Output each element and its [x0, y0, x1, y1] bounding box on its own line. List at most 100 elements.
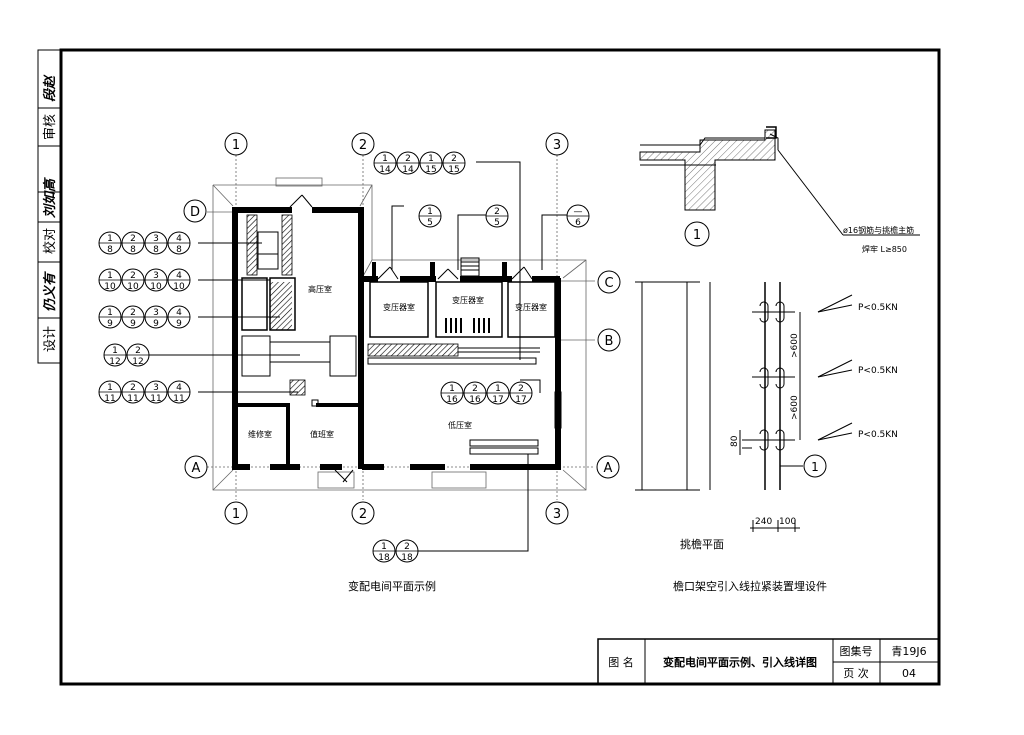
- force-label-2: P<0.5KN: [858, 366, 898, 376]
- ref-row9-2-detail: 2: [130, 308, 136, 318]
- ref-row9-3-detail: 3: [153, 308, 159, 318]
- eave-plan-label: 挑檐平面: [680, 537, 724, 551]
- ref-row10-4-sheet: 10: [173, 282, 185, 292]
- force-label-1: P<0.5KN: [858, 303, 898, 313]
- ref-row12-2: 212: [126, 343, 150, 367]
- ref-row11-2: 211: [121, 380, 145, 404]
- ref-row10-3: 310: [144, 268, 168, 292]
- dimension-100: 100: [779, 517, 796, 527]
- ref-row9-4: 49: [167, 305, 191, 329]
- axis-3-top: 3: [553, 138, 561, 153]
- ref-row9-2: 29: [121, 305, 145, 329]
- ref-row16-3-detail: 1: [495, 384, 501, 394]
- ref-row8-1-sheet: 8: [107, 245, 113, 255]
- ref-2-5-sheet: 5: [494, 218, 500, 228]
- ref-row9-1: 19: [98, 305, 122, 329]
- ref-row9-2-sheet: 9: [130, 319, 136, 329]
- detail-number: 1: [693, 228, 701, 243]
- ref-top-4-sheet: 15: [448, 165, 459, 175]
- ref-row10-3-sheet: 10: [150, 282, 162, 292]
- room-high-voltage: 高压室: [308, 284, 332, 294]
- ref-row8-4-detail: 4: [176, 234, 182, 244]
- ref-row8-2-detail: 2: [130, 234, 136, 244]
- signoff-strip: 设计 仍义有 校对 刘如高 审核 段赵: [37, 49, 61, 364]
- room-transformer-1: 变压器室: [383, 302, 415, 312]
- ref-row16-2: 216: [463, 381, 487, 405]
- ref-row18-1-sheet: 18: [378, 553, 390, 563]
- atlas-number: 青19J6: [891, 645, 926, 658]
- ref-row8-2: 28: [121, 231, 145, 255]
- sheet-border: [59, 48, 941, 686]
- ref-row9-1-detail: 1: [107, 308, 113, 318]
- ref-row9-3: 39: [144, 305, 168, 329]
- review-signature: 段赵: [42, 74, 58, 102]
- design-label: 设计: [43, 326, 58, 352]
- ref-row16-3: 117: [486, 381, 510, 405]
- design-signature: 仍义有: [42, 271, 58, 312]
- ref-top-2: 214: [396, 151, 420, 175]
- reference-bubbles: 1142141152151525—61828384811021031041019…: [98, 151, 590, 563]
- eave-section-detail: 1 ø16钢筋与挑檐主筋 焊牢 L≥850: [639, 126, 920, 254]
- ref-top-4: 215: [442, 151, 466, 175]
- dimension-600-a: >600: [790, 333, 800, 358]
- ref-row8-1-detail: 1: [107, 234, 113, 244]
- ref-row8-4: 48: [167, 231, 191, 255]
- ref-row16-4-sheet: 17: [515, 395, 526, 405]
- drawing-title: 变配电间平面示例、引入线详图: [663, 655, 817, 669]
- ref-row11-3-detail: 3: [153, 383, 159, 393]
- dimension-240: 240: [755, 517, 772, 527]
- ref-top-1: 114: [373, 151, 397, 175]
- ref-top-1-detail: 1: [382, 154, 388, 164]
- dimension-600-b: >600: [790, 395, 800, 420]
- ref-row8-1: 18: [98, 231, 122, 255]
- ref-row9-1-sheet: 9: [107, 319, 113, 329]
- axis-b: B: [605, 334, 614, 349]
- axis-2-top: 2: [359, 138, 367, 153]
- axis-a-left: A: [192, 461, 201, 476]
- ref-row8-2-sheet: 8: [130, 245, 136, 255]
- room-duty: 值班室: [310, 429, 334, 439]
- room-low-voltage: 低压室: [448, 420, 472, 430]
- ref-row11-1: 111: [98, 380, 122, 404]
- axis-3-bottom: 3: [553, 507, 561, 522]
- floor-plan: 1 2 3 1 2 3 D A A C B 高压室 变压器室 变压器室 变压器室…: [149, 132, 621, 552]
- ref-1-5-sheet: 5: [427, 218, 433, 228]
- ref-row18-2: 218: [395, 539, 419, 563]
- ref-row16-1-sheet: 16: [446, 395, 458, 405]
- ref-row10-1-sheet: 10: [104, 282, 116, 292]
- ref-row12-1-detail: 1: [112, 346, 118, 356]
- ref-row8-4-sheet: 8: [176, 245, 182, 255]
- ref-top-3: 115: [419, 151, 443, 175]
- caption-eave-detail: 檐口架空引入线拉紧装置埋设件: [673, 579, 827, 593]
- ref-top-2-detail: 2: [405, 154, 411, 164]
- ref-row12-2-detail: 2: [135, 346, 141, 356]
- caption-floor-plan: 变配电间平面示例: [348, 579, 436, 593]
- axis-c: C: [604, 276, 613, 291]
- ref-row16-4-detail: 2: [518, 384, 524, 394]
- ref-row18-2-sheet: 18: [401, 553, 413, 563]
- ref-1-5: 15: [418, 204, 442, 228]
- ref-6: —6: [566, 204, 590, 228]
- ref-top-4-detail: 2: [451, 154, 457, 164]
- eave-plan-detail: P<0.5KN P<0.5KN P<0.5KN >600 >600 80 240…: [635, 281, 898, 551]
- ref-row12-1-sheet: 12: [109, 357, 120, 367]
- review-label: 审核: [43, 114, 58, 140]
- check-label: 校对: [42, 228, 58, 254]
- axis-1-top: 1: [232, 138, 240, 153]
- axis-2-bottom: 2: [359, 507, 367, 522]
- ref-row9-4-sheet: 9: [176, 319, 182, 329]
- ref-row16-1: 116: [440, 381, 464, 405]
- ref-row11-4-detail: 4: [176, 383, 182, 393]
- ref-row11-1-sheet: 11: [104, 394, 115, 404]
- ref-1-5-detail: 1: [427, 207, 433, 217]
- check-signature: 刘如高: [42, 177, 58, 218]
- ref-row10-4-detail: 4: [176, 271, 182, 281]
- ref-row9-4-detail: 4: [176, 308, 182, 318]
- ref-top-1-sheet: 14: [379, 165, 391, 175]
- ref-row11-4: 411: [167, 380, 191, 404]
- ref-row16-2-detail: 2: [472, 384, 478, 394]
- title-block: 图 名 变配电间平面示例、引入线详图 图集号 青19J6 页 次 04: [597, 638, 940, 685]
- ref-row11-2-sheet: 11: [127, 394, 138, 404]
- ref-row12-1: 112: [103, 343, 127, 367]
